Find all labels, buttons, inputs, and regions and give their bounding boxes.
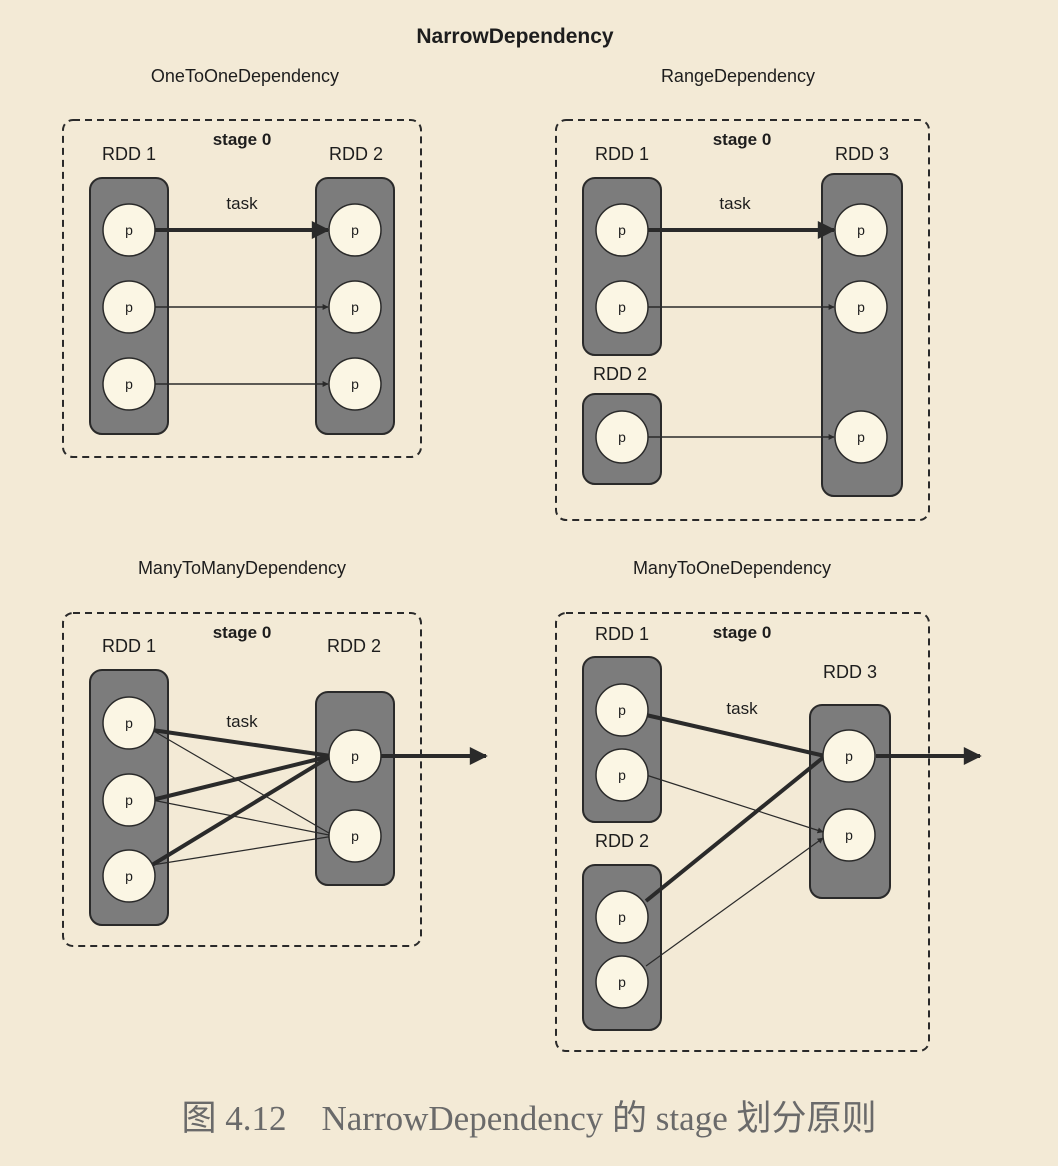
panel-title: RangeDependency — [661, 66, 815, 86]
partition-label: p — [857, 429, 865, 445]
rdd-label: RDD 1 — [102, 636, 156, 656]
partition-label: p — [618, 429, 626, 445]
partition-label: p — [125, 299, 133, 315]
stage-box — [62, 612, 422, 947]
panel-many-to-many: ManyToManyDependency stage 0 RDD 1 RDD 2… — [62, 558, 488, 947]
partition-label: p — [351, 748, 359, 764]
partition-label: p — [125, 222, 133, 238]
partition-label: p — [857, 299, 865, 315]
stage-label: stage 0 — [713, 623, 772, 642]
partition-label: p — [351, 376, 359, 392]
figure-caption: 图 4.12 NarrowDependency 的 stage 划分原则 — [181, 1099, 877, 1138]
panel-title: OneToOneDependency — [151, 66, 339, 86]
partition: p — [595, 203, 649, 257]
partition: p — [595, 280, 649, 334]
partition-label: p — [618, 222, 626, 238]
partition: p — [328, 729, 382, 783]
partition: p — [595, 410, 649, 464]
task-label: task — [726, 699, 758, 718]
task-edge — [644, 754, 827, 903]
partition: p — [834, 280, 888, 334]
task-edge — [645, 713, 826, 758]
partition: p — [595, 955, 649, 1009]
partition: p — [102, 849, 156, 903]
partition-label: p — [618, 702, 626, 718]
partition: p — [595, 683, 649, 737]
partition-label: p — [125, 715, 133, 731]
partition: p — [328, 280, 382, 334]
partition-label: p — [351, 222, 359, 238]
narrow-dependency-diagram: NarrowDependency OneToOneDependency stag… — [62, 25, 982, 1052]
partition-label: p — [125, 792, 133, 808]
partition: p — [834, 410, 888, 464]
rdd-label: RDD 2 — [593, 364, 647, 384]
partition-label: p — [618, 767, 626, 783]
stage-label: stage 0 — [213, 623, 272, 642]
task-label: task — [719, 194, 751, 213]
rdd-label: RDD 2 — [327, 636, 381, 656]
partition: p — [328, 203, 382, 257]
dependency-arrow — [151, 799, 335, 838]
dependency-arrow — [151, 729, 335, 837]
task-edge — [151, 754, 332, 802]
panel-title: ManyToOneDependency — [633, 558, 831, 578]
partition-label: p — [845, 827, 853, 843]
dependency-arrow — [645, 837, 824, 967]
partition: p — [595, 748, 649, 802]
partition: p — [822, 729, 876, 783]
rdd-box — [821, 173, 903, 497]
partition: p — [328, 809, 382, 863]
stage-box — [555, 612, 930, 1052]
rdd-label: RDD 3 — [823, 662, 877, 682]
main-title: NarrowDependency — [416, 25, 614, 48]
rdd-label: RDD 1 — [595, 624, 649, 644]
stage-label: stage 0 — [213, 130, 272, 149]
rdd-label: RDD 2 — [595, 831, 649, 851]
task-label: task — [226, 712, 258, 731]
partition-label: p — [125, 376, 133, 392]
panel-many-to-one: ManyToOneDependency stage 0 RDD 1 RDD 3 … — [555, 558, 982, 1052]
partition: p — [834, 203, 888, 257]
partition-label: p — [618, 299, 626, 315]
partition: p — [102, 203, 156, 257]
partition: p — [102, 696, 156, 750]
partition: p — [102, 773, 156, 827]
panel-one-to-one: OneToOneDependency stage 0 RDD 1 RDD 2 t… — [62, 66, 422, 458]
panel-title: ManyToManyDependency — [138, 558, 346, 578]
task-label: task — [226, 194, 258, 213]
partition: p — [102, 280, 156, 334]
partition-label: p — [857, 222, 865, 238]
partition: p — [328, 357, 382, 411]
partition-label: p — [351, 828, 359, 844]
partition: p — [102, 357, 156, 411]
partition: p — [822, 808, 876, 862]
rdd-label: RDD 3 — [835, 144, 889, 164]
stage-label: stage 0 — [713, 130, 772, 149]
partition-label: p — [125, 868, 133, 884]
stage-box — [62, 119, 422, 458]
rdd-label: RDD 1 — [102, 144, 156, 164]
partition-label: p — [618, 909, 626, 925]
dependency-arrow — [645, 774, 824, 834]
partition-label: p — [351, 299, 359, 315]
rdd-label: RDD 2 — [329, 144, 383, 164]
task-edge — [150, 754, 333, 867]
dependency-arrow — [151, 833, 335, 866]
panel-range: RangeDependency stage 0 RDD 1 RDD 3 RDD … — [555, 66, 930, 521]
partition-label: p — [845, 748, 853, 764]
partition-label: p — [618, 974, 626, 990]
stage-box — [555, 119, 930, 521]
rdd-label: RDD 1 — [595, 144, 649, 164]
partition: p — [595, 890, 649, 944]
task-edge — [151, 728, 332, 758]
